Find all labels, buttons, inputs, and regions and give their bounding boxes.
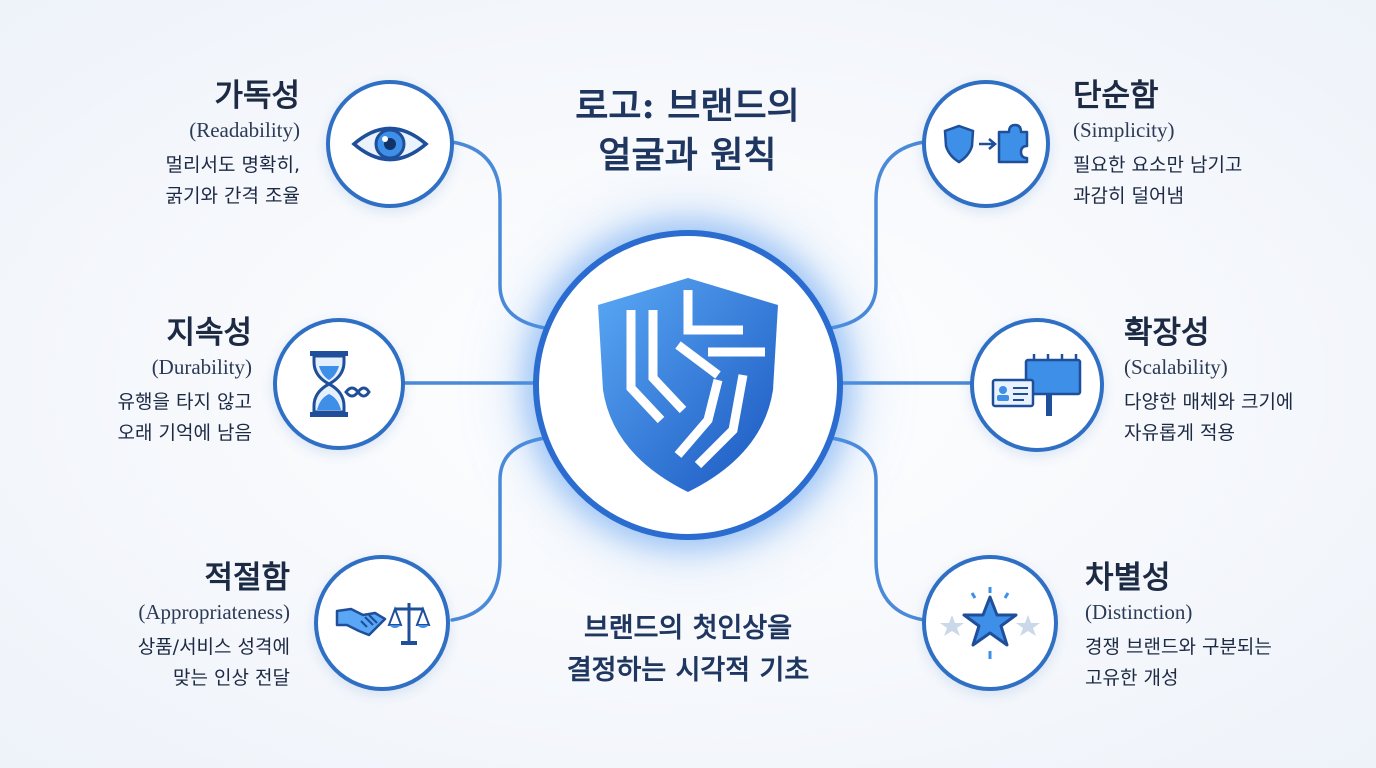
distinction-label: 차별성 (Distinction) 경쟁 브랜드와 구분되는 고유한 개성 bbox=[1085, 560, 1345, 693]
principle-english: (Scalability) bbox=[1124, 355, 1228, 380]
diagram-title: 로고: 브랜드의 얼굴과 원칙 bbox=[535, 82, 840, 179]
shield-logo-icon bbox=[598, 278, 778, 492]
desc-line-2: 굵기와 간격 조율 bbox=[165, 184, 300, 207]
scalability-label: 확장성 (Scalability) 다양한 매체와 크기에 자유롭게 적용 bbox=[1124, 315, 1376, 448]
desc-line-1: 멀리서도 명확히, bbox=[165, 154, 300, 177]
subtitle-line-2: 결정하는 시각적 기초 bbox=[566, 654, 810, 686]
simplicity-label: 단순함 (Simplicity) 필요한 요소만 남기고 과감히 덜어냄 bbox=[1073, 78, 1333, 211]
principle-title: 지속성 bbox=[166, 315, 252, 351]
principle-english: (Durability) bbox=[151, 355, 252, 380]
connector-readability bbox=[450, 140, 547, 330]
principle-description: 유행을 타지 않고 오래 기억에 남음 bbox=[0, 387, 252, 448]
readability-node bbox=[326, 80, 454, 208]
desc-line-1: 유행을 타지 않고 bbox=[117, 391, 252, 414]
principle-description: 필요한 요소만 남기고 과감히 덜어냄 bbox=[1073, 150, 1333, 211]
shield-arrow-puzzle-icon bbox=[943, 123, 1029, 164]
handshake-scales-icon bbox=[335, 603, 431, 645]
desc-line-2: 맞는 인상 전달 bbox=[173, 666, 290, 689]
principle-title: 확장성 bbox=[1124, 315, 1210, 351]
center-logo-node bbox=[533, 230, 843, 540]
desc-line-2: 고유한 개성 bbox=[1085, 666, 1179, 689]
appropriateness-node bbox=[314, 555, 450, 691]
card-billboard-icon bbox=[991, 354, 1082, 416]
durability-node bbox=[273, 318, 405, 450]
connector-appropriateness bbox=[450, 436, 547, 622]
desc-line-2: 과감히 덜어냄 bbox=[1073, 184, 1184, 207]
readability-label: 가독성 (Readability) 멀리서도 명확히, 굵기와 간격 조율 bbox=[40, 78, 300, 211]
desc-line-1: 경쟁 브랜드와 구분되는 bbox=[1085, 636, 1272, 659]
hourglass-infinity-icon bbox=[310, 351, 371, 417]
principle-english: (Appropriateness) bbox=[138, 600, 290, 625]
desc-line-2: 오래 기억에 남음 bbox=[117, 421, 252, 444]
principle-description: 상품/서비스 성격에 맞는 인상 전달 bbox=[30, 632, 290, 693]
desc-line-1: 상품/서비스 성격에 bbox=[137, 636, 290, 659]
principle-description: 멀리서도 명확히, 굵기와 간격 조율 bbox=[40, 150, 300, 211]
title-line-2: 얼굴과 원칙 bbox=[598, 133, 777, 176]
principle-english: (Readability) bbox=[189, 118, 300, 143]
simplicity-node bbox=[922, 80, 1050, 208]
principle-title: 차별성 bbox=[1085, 560, 1171, 596]
principle-description: 다양한 매체와 크기에 자유롭게 적용 bbox=[1124, 387, 1376, 448]
principle-title: 가독성 bbox=[214, 78, 300, 114]
principle-description: 경쟁 브랜드와 구분되는 고유한 개성 bbox=[1085, 632, 1345, 693]
eye-icon bbox=[351, 126, 429, 162]
principle-title: 단순함 bbox=[1073, 78, 1159, 114]
star-icon bbox=[940, 587, 1040, 659]
subtitle-line-1: 브랜드의 첫인상을 bbox=[583, 613, 793, 644]
title-line-1: 로고: 브랜드의 bbox=[575, 85, 800, 127]
principle-title: 적절함 bbox=[204, 560, 290, 596]
connector-simplicity bbox=[829, 140, 926, 330]
scalability-node bbox=[970, 318, 1104, 452]
diagram-subtitle: 브랜드의 첫인상을 결정하는 시각적 기초 bbox=[520, 608, 856, 692]
desc-line-1: 다양한 매체와 크기에 bbox=[1124, 391, 1294, 414]
desc-line-1: 필요한 요소만 남기고 bbox=[1073, 154, 1243, 177]
principle-english: (Distinction) bbox=[1085, 600, 1193, 625]
desc-line-2: 자유롭게 적용 bbox=[1124, 421, 1235, 444]
appropriateness-label: 적절함 (Appropriateness) 상품/서비스 성격에 맞는 인상 전… bbox=[30, 560, 290, 693]
connector-distinction bbox=[829, 436, 926, 622]
distinction-node bbox=[922, 555, 1058, 691]
principle-english: (Simplicity) bbox=[1073, 118, 1175, 143]
durability-label: 지속성 (Durability) 유행을 타지 않고 오래 기억에 남음 bbox=[0, 315, 252, 448]
